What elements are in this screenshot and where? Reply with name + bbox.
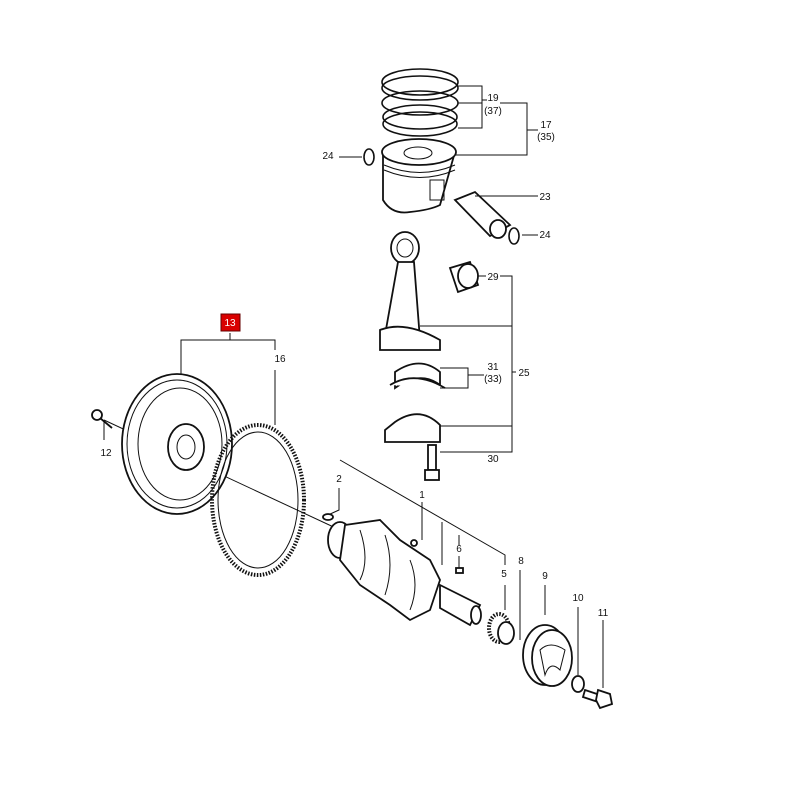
flywheel-bolt[interactable] [91, 409, 113, 429]
crank-gear[interactable] [487, 612, 515, 645]
label-10[interactable]: 10 [572, 593, 584, 604]
label-24-left[interactable]: 24 [322, 151, 334, 162]
label-35[interactable]: (35) [537, 132, 555, 143]
washer[interactable] [571, 675, 585, 693]
flywheel[interactable] [121, 373, 233, 515]
label-13[interactable]: 13 [224, 318, 236, 329]
label-12[interactable]: 12 [100, 448, 112, 459]
label-11[interactable]: 11 [598, 608, 609, 619]
label-9[interactable]: 9 [542, 571, 548, 582]
label-25[interactable]: 25 [518, 368, 530, 379]
label-17[interactable]: 17 [540, 120, 552, 131]
label-24-right[interactable]: 24 [539, 230, 551, 241]
rod-cap[interactable] [384, 413, 441, 443]
label-30[interactable]: 30 [487, 454, 499, 465]
label-31[interactable]: 31 [487, 362, 499, 373]
label-33[interactable]: (33) [484, 374, 502, 385]
bearing-shells[interactable] [389, 362, 446, 390]
pulley-bolt[interactable] [581, 688, 614, 710]
label-5[interactable]: 5 [501, 569, 507, 580]
rod-bolt[interactable] [424, 444, 440, 481]
label-6[interactable]: 6 [456, 544, 462, 555]
circlip-left[interactable] [363, 148, 375, 166]
label-37[interactable]: (37) [484, 106, 502, 117]
bushing[interactable] [448, 260, 480, 294]
label-29[interactable]: 29 [487, 272, 499, 283]
dowel-pin[interactable] [322, 513, 334, 521]
piston-pin[interactable] [453, 190, 512, 239]
highlight-box-13[interactable] [220, 313, 241, 332]
oil-plug[interactable] [410, 539, 418, 547]
piston[interactable] [381, 138, 457, 214]
label-8[interactable]: 8 [518, 556, 524, 567]
piston-rings[interactable] [381, 68, 459, 137]
ring-gear[interactable] [210, 423, 306, 577]
label-2[interactable]: 2 [336, 474, 342, 485]
crankshaft[interactable] [327, 519, 482, 627]
label-19[interactable]: 19 [487, 93, 499, 104]
label-23[interactable]: 23 [539, 192, 551, 203]
label-16[interactable]: 16 [274, 354, 286, 365]
leader-lines [103, 85, 604, 688]
connecting-rod[interactable] [379, 231, 441, 351]
circlip-right[interactable] [508, 227, 520, 245]
crank-pulley[interactable] [522, 624, 573, 687]
label-1[interactable]: 1 [419, 490, 425, 501]
key[interactable] [455, 567, 464, 574]
